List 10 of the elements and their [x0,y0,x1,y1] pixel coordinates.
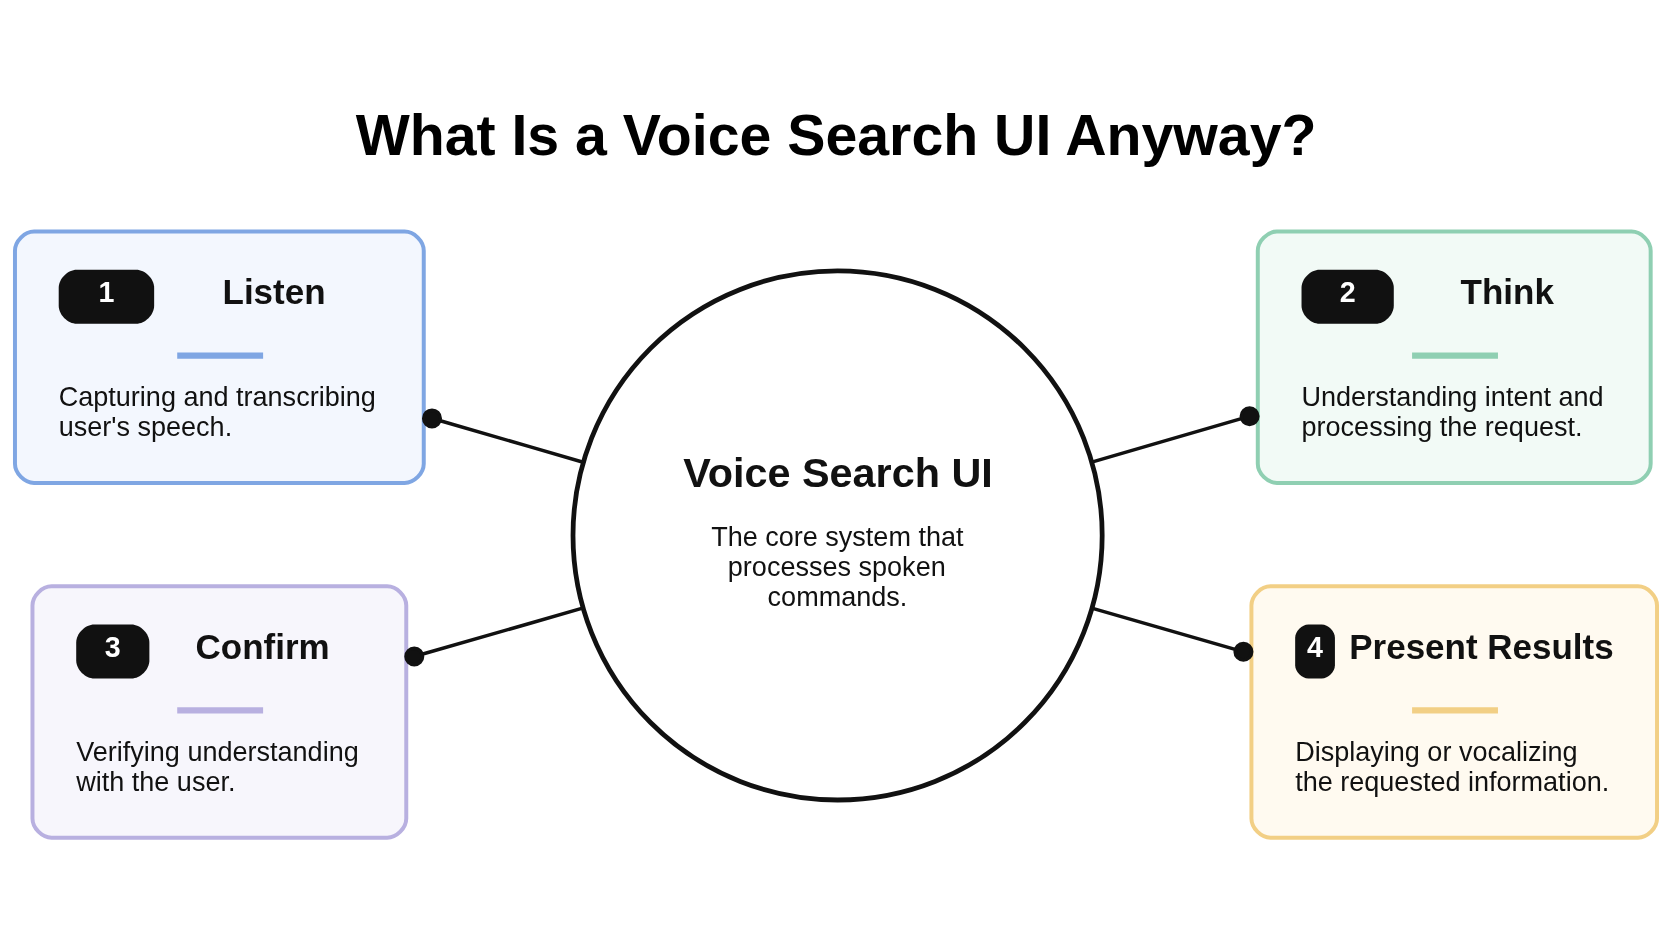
node-box: 4 Present Results Displaying or vocalizing the requested information. [1249,583,1659,840]
node-box: 2 Think Understanding intent and processing the request. [1255,229,1653,485]
connector [1091,405,1260,464]
connector [404,605,584,666]
node-box: 3 Confirm Verifying understanding with the user. [30,583,409,840]
node-box: 1 Listen Capturing and transcribing user's speech. [13,229,426,485]
diagram-title: What Is a Voice Search UI Anyway? [355,102,1317,167]
connector [1091,605,1254,662]
connector [422,407,584,464]
node-circle: Voice Search UI The core system that processes spoken commands. [570,267,1105,802]
